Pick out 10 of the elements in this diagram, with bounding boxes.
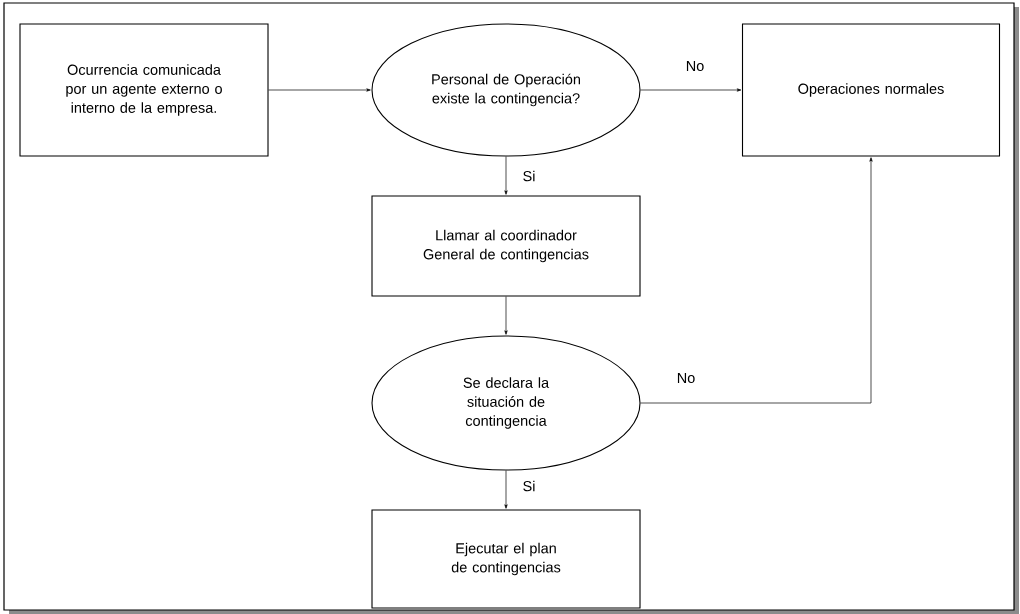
process-box: Llamar al coordinador General de contingencias — [371, 195, 641, 297]
arrow — [640, 88, 742, 92]
process-box: Ocurrencia comunicada por un agente externo o interno de la empresa. — [19, 23, 269, 157]
arrow — [504, 296, 508, 335]
process-box: Ejecutar el plan de contingencias — [371, 509, 641, 609]
arrow — [268, 88, 371, 92]
arrow — [640, 157, 873, 404]
arrow — [504, 470, 508, 509]
process-box: Operaciones normales — [741, 23, 1001, 157]
arrow — [504, 156, 508, 195]
